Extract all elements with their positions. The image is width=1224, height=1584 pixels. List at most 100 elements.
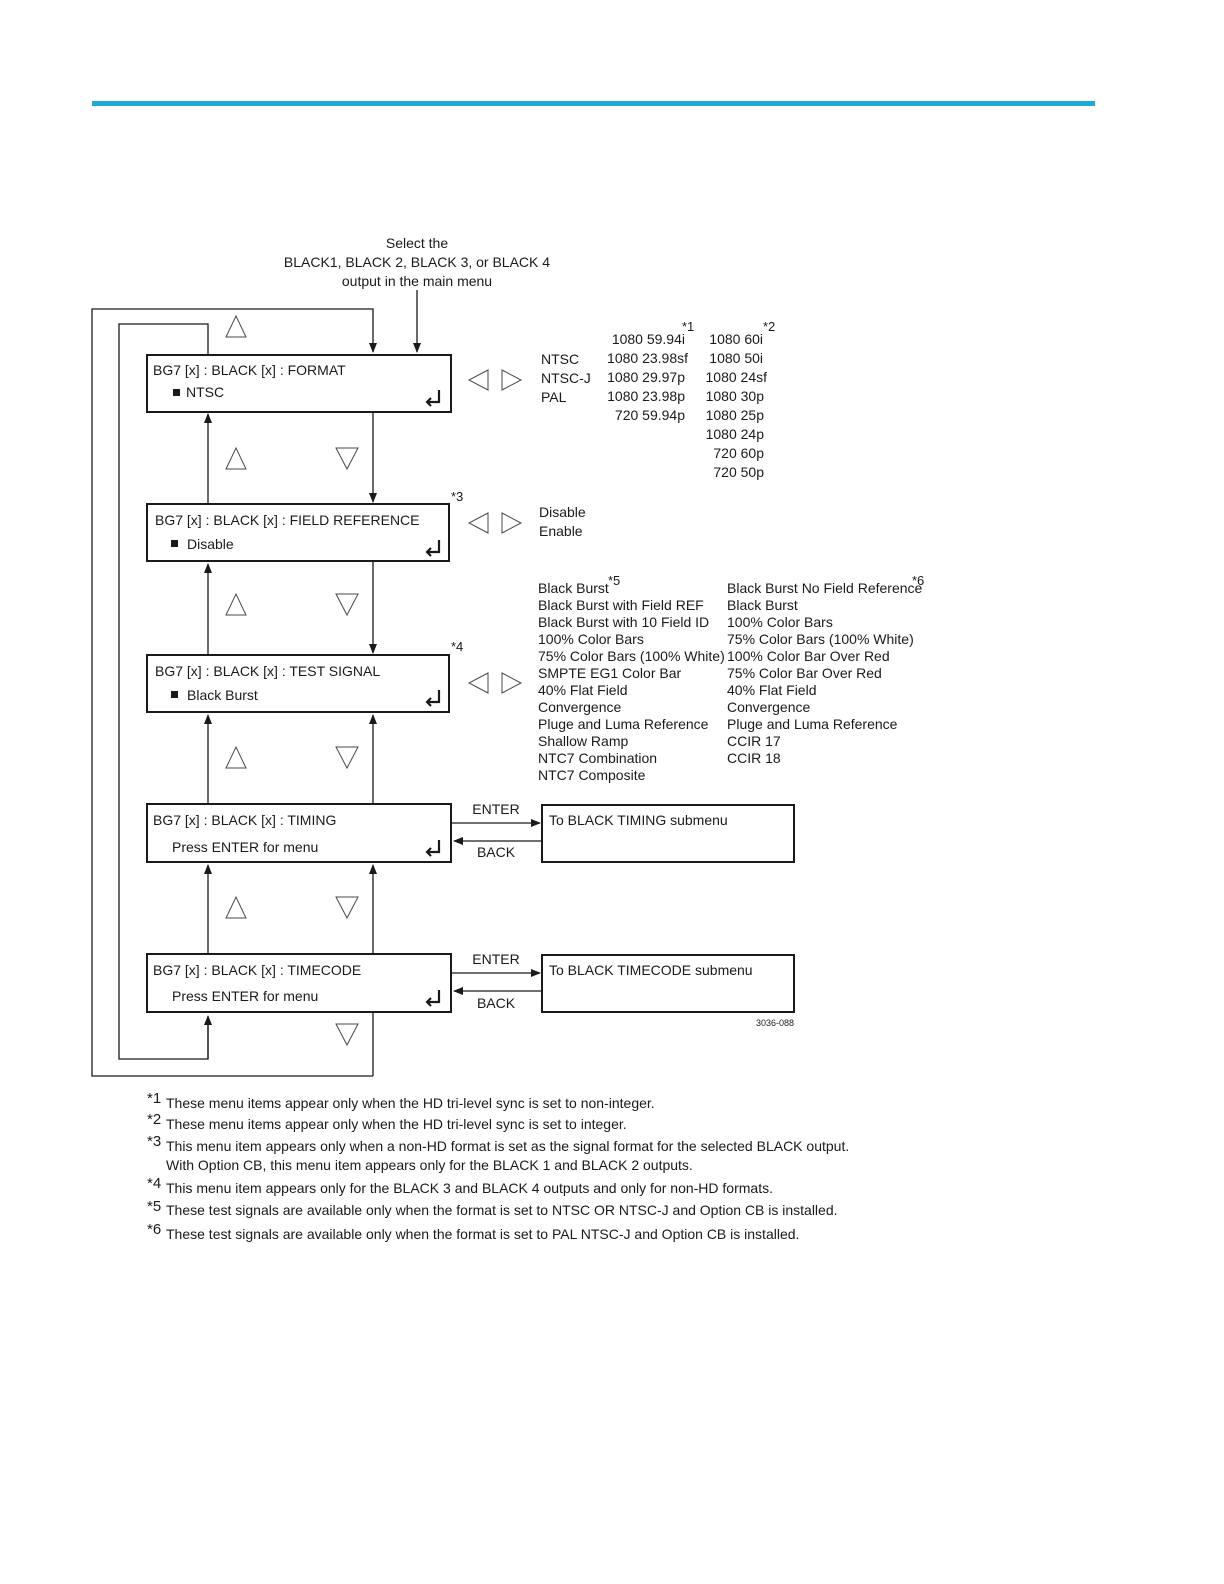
footnote-marker: *4 bbox=[451, 639, 463, 654]
test-signal-option: NTC7 Combination bbox=[538, 750, 657, 766]
footnote-text: This menu item appears only when a non-H… bbox=[166, 1138, 849, 1154]
test-signal-option: Black Burst with 10 Field ID bbox=[538, 614, 709, 630]
footnote-mark: *3 bbox=[147, 1133, 161, 1150]
footnote-text: These test signals are available only wh… bbox=[166, 1226, 799, 1242]
test-signal-option: 75% Color Bars (100% White) bbox=[727, 631, 914, 647]
back-label: BACK bbox=[477, 995, 516, 1011]
footnote-marker: *1 bbox=[682, 319, 694, 334]
test-signal-option: NTC7 Composite bbox=[538, 767, 646, 783]
test-signal-options: *5 Black Burst Black Burst with Field RE… bbox=[538, 573, 924, 783]
up-triangle-icon bbox=[225, 314, 247, 338]
down-triangle-icon bbox=[335, 1023, 359, 1047]
enter-icon bbox=[425, 390, 441, 407]
test-signal-option: Pluge and Luma Reference bbox=[538, 716, 709, 732]
menu-value: Disable bbox=[187, 536, 234, 552]
left-triangle-icon bbox=[467, 512, 489, 534]
footnote-text: These menu items appear only when the HD… bbox=[166, 1116, 627, 1132]
footnote-marker: *5 bbox=[608, 573, 620, 588]
menu-box-timecode[interactable]: BG7 [x] : BLACK [x] : TIMECODE Press ENT… bbox=[146, 953, 452, 1013]
format-sd-option: NTSC bbox=[541, 351, 579, 367]
intro-line-2: BLACK1, BLACK 2, BLACK 3, or BLACK 4 bbox=[284, 254, 550, 270]
format-hd-option: 1080 23.98p bbox=[607, 388, 685, 404]
submenu-label: To BLACK TIMECODE submenu bbox=[549, 962, 753, 978]
test-signal-option: Convergence bbox=[538, 699, 621, 715]
right-triangle-icon bbox=[501, 369, 523, 391]
format-sd-option: NTSC-J bbox=[541, 370, 591, 386]
format-options: *1 *2 NTSC NTSC-J PAL 1080 59.94i 1080 2… bbox=[541, 319, 775, 480]
footnote-mark: *1 bbox=[147, 1090, 161, 1107]
format-hd-option: 1080 23.98sf bbox=[607, 350, 688, 366]
right-triangle-icon bbox=[501, 512, 523, 534]
up-triangle-icon bbox=[225, 446, 247, 470]
format-hd-option: 1080 24sf bbox=[706, 369, 768, 385]
submenu-timecode[interactable]: To BLACK TIMECODE submenu bbox=[541, 954, 795, 1013]
menu-value: Black Burst bbox=[187, 687, 258, 703]
menu-value: Press ENTER for menu bbox=[172, 839, 318, 855]
up-triangle-icon bbox=[225, 745, 247, 769]
menu-title: BG7 [x] : BLACK [x] : TIMING bbox=[153, 812, 336, 828]
menu-title: BG7 [x] : BLACK [x] : FIELD REFERENCE bbox=[155, 512, 420, 528]
enter-label: ENTER bbox=[472, 951, 519, 967]
footnote-text: With Option CB, this menu item appears o… bbox=[166, 1157, 693, 1173]
field-reference-options: Disable Enable bbox=[539, 504, 586, 539]
test-signal-option: Shallow Ramp bbox=[538, 733, 628, 749]
test-signal-option: Pluge and Luma Reference bbox=[727, 716, 898, 732]
menu-title: BG7 [x] : BLACK [x] : TEST SIGNAL bbox=[155, 663, 380, 679]
test-signal-option: 75% Color Bars (100% White) bbox=[538, 648, 725, 664]
enter-icon bbox=[425, 840, 441, 857]
test-signal-option: 100% Color Bar Over Red bbox=[727, 648, 890, 664]
submenu-timing[interactable]: To BLACK TIMING submenu bbox=[541, 804, 795, 863]
menu-box-field-reference[interactable]: BG7 [x] : BLACK [x] : FIELD REFERENCE Di… bbox=[146, 489, 463, 562]
enter-label: ENTER bbox=[472, 801, 519, 817]
test-signal-option: Black Burst bbox=[727, 597, 798, 613]
menu-box-test-signal[interactable]: BG7 [x] : BLACK [x] : TEST SIGNAL Black … bbox=[146, 639, 463, 713]
footnote-text: This menu item appears only for the BLAC… bbox=[166, 1180, 773, 1196]
menu-box-format[interactable]: BG7 [x] : BLACK [x] : FORMAT NTSC bbox=[146, 354, 452, 413]
footnote-text: These test signals are available only wh… bbox=[166, 1202, 838, 1218]
submenu-label: To BLACK TIMING submenu bbox=[549, 812, 728, 828]
menu-box-timing[interactable]: BG7 [x] : BLACK [x] : TIMING Press ENTER… bbox=[146, 803, 452, 863]
footnote-mark: *4 bbox=[147, 1175, 161, 1192]
format-hd-option: 720 59.94p bbox=[615, 407, 685, 423]
bullet-icon bbox=[173, 389, 180, 396]
test-signal-option: Convergence bbox=[727, 699, 810, 715]
footnote-marker: *2 bbox=[763, 319, 775, 334]
test-signal-option: 75% Color Bar Over Red bbox=[727, 665, 882, 681]
right-triangle-icon bbox=[501, 672, 523, 694]
menu-value: NTSC bbox=[186, 384, 224, 400]
format-hd-option: 1080 59.94i bbox=[612, 331, 685, 347]
down-triangle-icon bbox=[335, 896, 359, 920]
format-sd-option: PAL bbox=[541, 389, 567, 405]
footnote-mark: *6 bbox=[147, 1221, 161, 1238]
field-reference-option: Disable bbox=[539, 504, 586, 520]
test-signal-option: Black Burst with Field REF bbox=[538, 597, 704, 613]
footnote-marker: *3 bbox=[451, 489, 463, 504]
test-signal-option: Black Burst bbox=[538, 580, 609, 596]
down-triangle-icon bbox=[335, 593, 359, 617]
footnote-mark: *2 bbox=[147, 1111, 161, 1128]
enter-back-connectors: ENTER BACK ENTER BACK bbox=[452, 801, 542, 1011]
figure-id: 3036-088 bbox=[756, 1018, 794, 1028]
intro-line-1: Select the bbox=[386, 235, 448, 251]
menu-value: Press ENTER for menu bbox=[172, 988, 318, 1004]
test-signal-option: CCIR 18 bbox=[727, 750, 781, 766]
outer-loop-line bbox=[91, 308, 377, 1077]
test-signal-option: 40% Flat Field bbox=[727, 682, 816, 698]
footnote-marker: *6 bbox=[912, 573, 924, 588]
format-hd-option: 1080 24p bbox=[706, 426, 765, 442]
test-signal-option: 40% Flat Field bbox=[538, 682, 627, 698]
test-signal-option: Black Burst No Field Reference bbox=[727, 580, 923, 596]
up-triangle-icon bbox=[225, 895, 247, 919]
field-reference-option: Enable bbox=[539, 523, 583, 539]
format-hd-option: 1080 29.97p bbox=[607, 369, 685, 385]
format-hd-option: 1080 25p bbox=[706, 407, 765, 423]
footnote-text: These menu items appear only when the HD… bbox=[166, 1095, 655, 1111]
up-triangle-icon bbox=[225, 592, 247, 616]
format-hd-option: 1080 60i bbox=[709, 331, 763, 347]
footnote-mark: *5 bbox=[147, 1198, 161, 1215]
down-triangle-icon bbox=[335, 746, 359, 770]
test-signal-option: 100% Color Bars bbox=[727, 614, 833, 630]
left-triangle-icon bbox=[467, 369, 489, 391]
left-triangle-icon bbox=[467, 672, 489, 694]
